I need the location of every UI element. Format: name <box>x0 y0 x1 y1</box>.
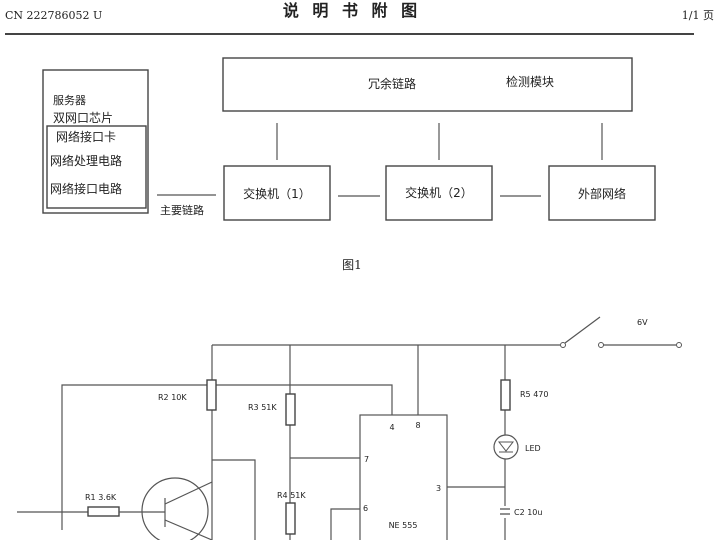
chip-label: 双网口芯片 <box>53 111 113 125</box>
supply-voltage-label: 6V <box>637 318 648 327</box>
resistor-r5 <box>500 379 511 411</box>
pin-6-wire <box>330 508 360 540</box>
r4-label: R4 51K <box>277 491 306 500</box>
pin-6-label: 6 <box>363 504 368 513</box>
resistor-r2 <box>206 379 217 411</box>
r2-label: R2 10K <box>158 393 187 402</box>
switch-2-label: 交换机（2） <box>405 185 473 200</box>
server-label: 服务器 <box>53 94 86 107</box>
redundant-link-label: 冗余链路 <box>368 76 416 91</box>
processing-circuit-label: 网络处理电路 <box>50 153 122 168</box>
capacitor-c2-icon <box>500 508 510 515</box>
pin-8-label: 8 <box>415 421 420 430</box>
page-header: CN 222786052 U 说 明 书 附 图 1/1 页 <box>5 1 714 35</box>
detection-module-box <box>222 57 633 112</box>
resistor-r1 <box>87 506 120 517</box>
switch-1-label: 交换机（1） <box>243 186 311 201</box>
ne555-ic <box>359 414 448 540</box>
figure-1-block-diagram: 冗余链路 检测模块 交换机（1） 交换机（2） 外部网络 主要链路 服务器 双网… <box>42 57 656 272</box>
pin-3-label: 3 <box>436 484 441 493</box>
resistor-r4 <box>285 502 296 535</box>
page-title: 说 明 书 附 图 <box>283 1 421 20</box>
switch-icon <box>564 316 601 344</box>
switch-1-box <box>223 165 331 221</box>
wire <box>212 459 256 540</box>
external-network-label: 外部网络 <box>578 186 626 201</box>
led-icon <box>493 434 519 460</box>
r3-label: R3 51K <box>248 403 277 412</box>
terminal <box>676 342 682 348</box>
interface-circuit-label: 网络接口电路 <box>50 181 122 196</box>
switch-2-box <box>385 165 493 221</box>
network-card-label: 网络接口卡 <box>56 129 116 144</box>
r5-label: R5 470 <box>520 390 548 399</box>
terminal <box>598 342 604 348</box>
doc-number: CN 222786052 U <box>5 9 102 22</box>
terminal <box>560 342 566 348</box>
wire <box>61 384 393 530</box>
ic-label: NE 555 <box>389 521 418 530</box>
detection-module-label: 检测模块 <box>506 74 554 89</box>
network-card-box <box>46 125 147 209</box>
c2-label: C2 10u <box>514 508 542 517</box>
pin-7-label: 7 <box>364 455 369 464</box>
led-label: LED <box>525 444 541 453</box>
figure-2-circuit: 6V R2 10K R3 51K R4 51K 4 8 7 3 6 NE 555… <box>17 316 682 540</box>
page-number: 1/1 页 <box>682 9 714 22</box>
pin-4-label: 4 <box>389 423 394 432</box>
main-link-label: 主要链路 <box>160 203 204 217</box>
r1-label: R1 3.6K <box>85 493 117 502</box>
external-network-box <box>548 165 656 221</box>
transistor-icon <box>119 477 213 540</box>
resistor-r3 <box>285 393 296 426</box>
figure-1-caption: 图1 <box>342 258 362 272</box>
